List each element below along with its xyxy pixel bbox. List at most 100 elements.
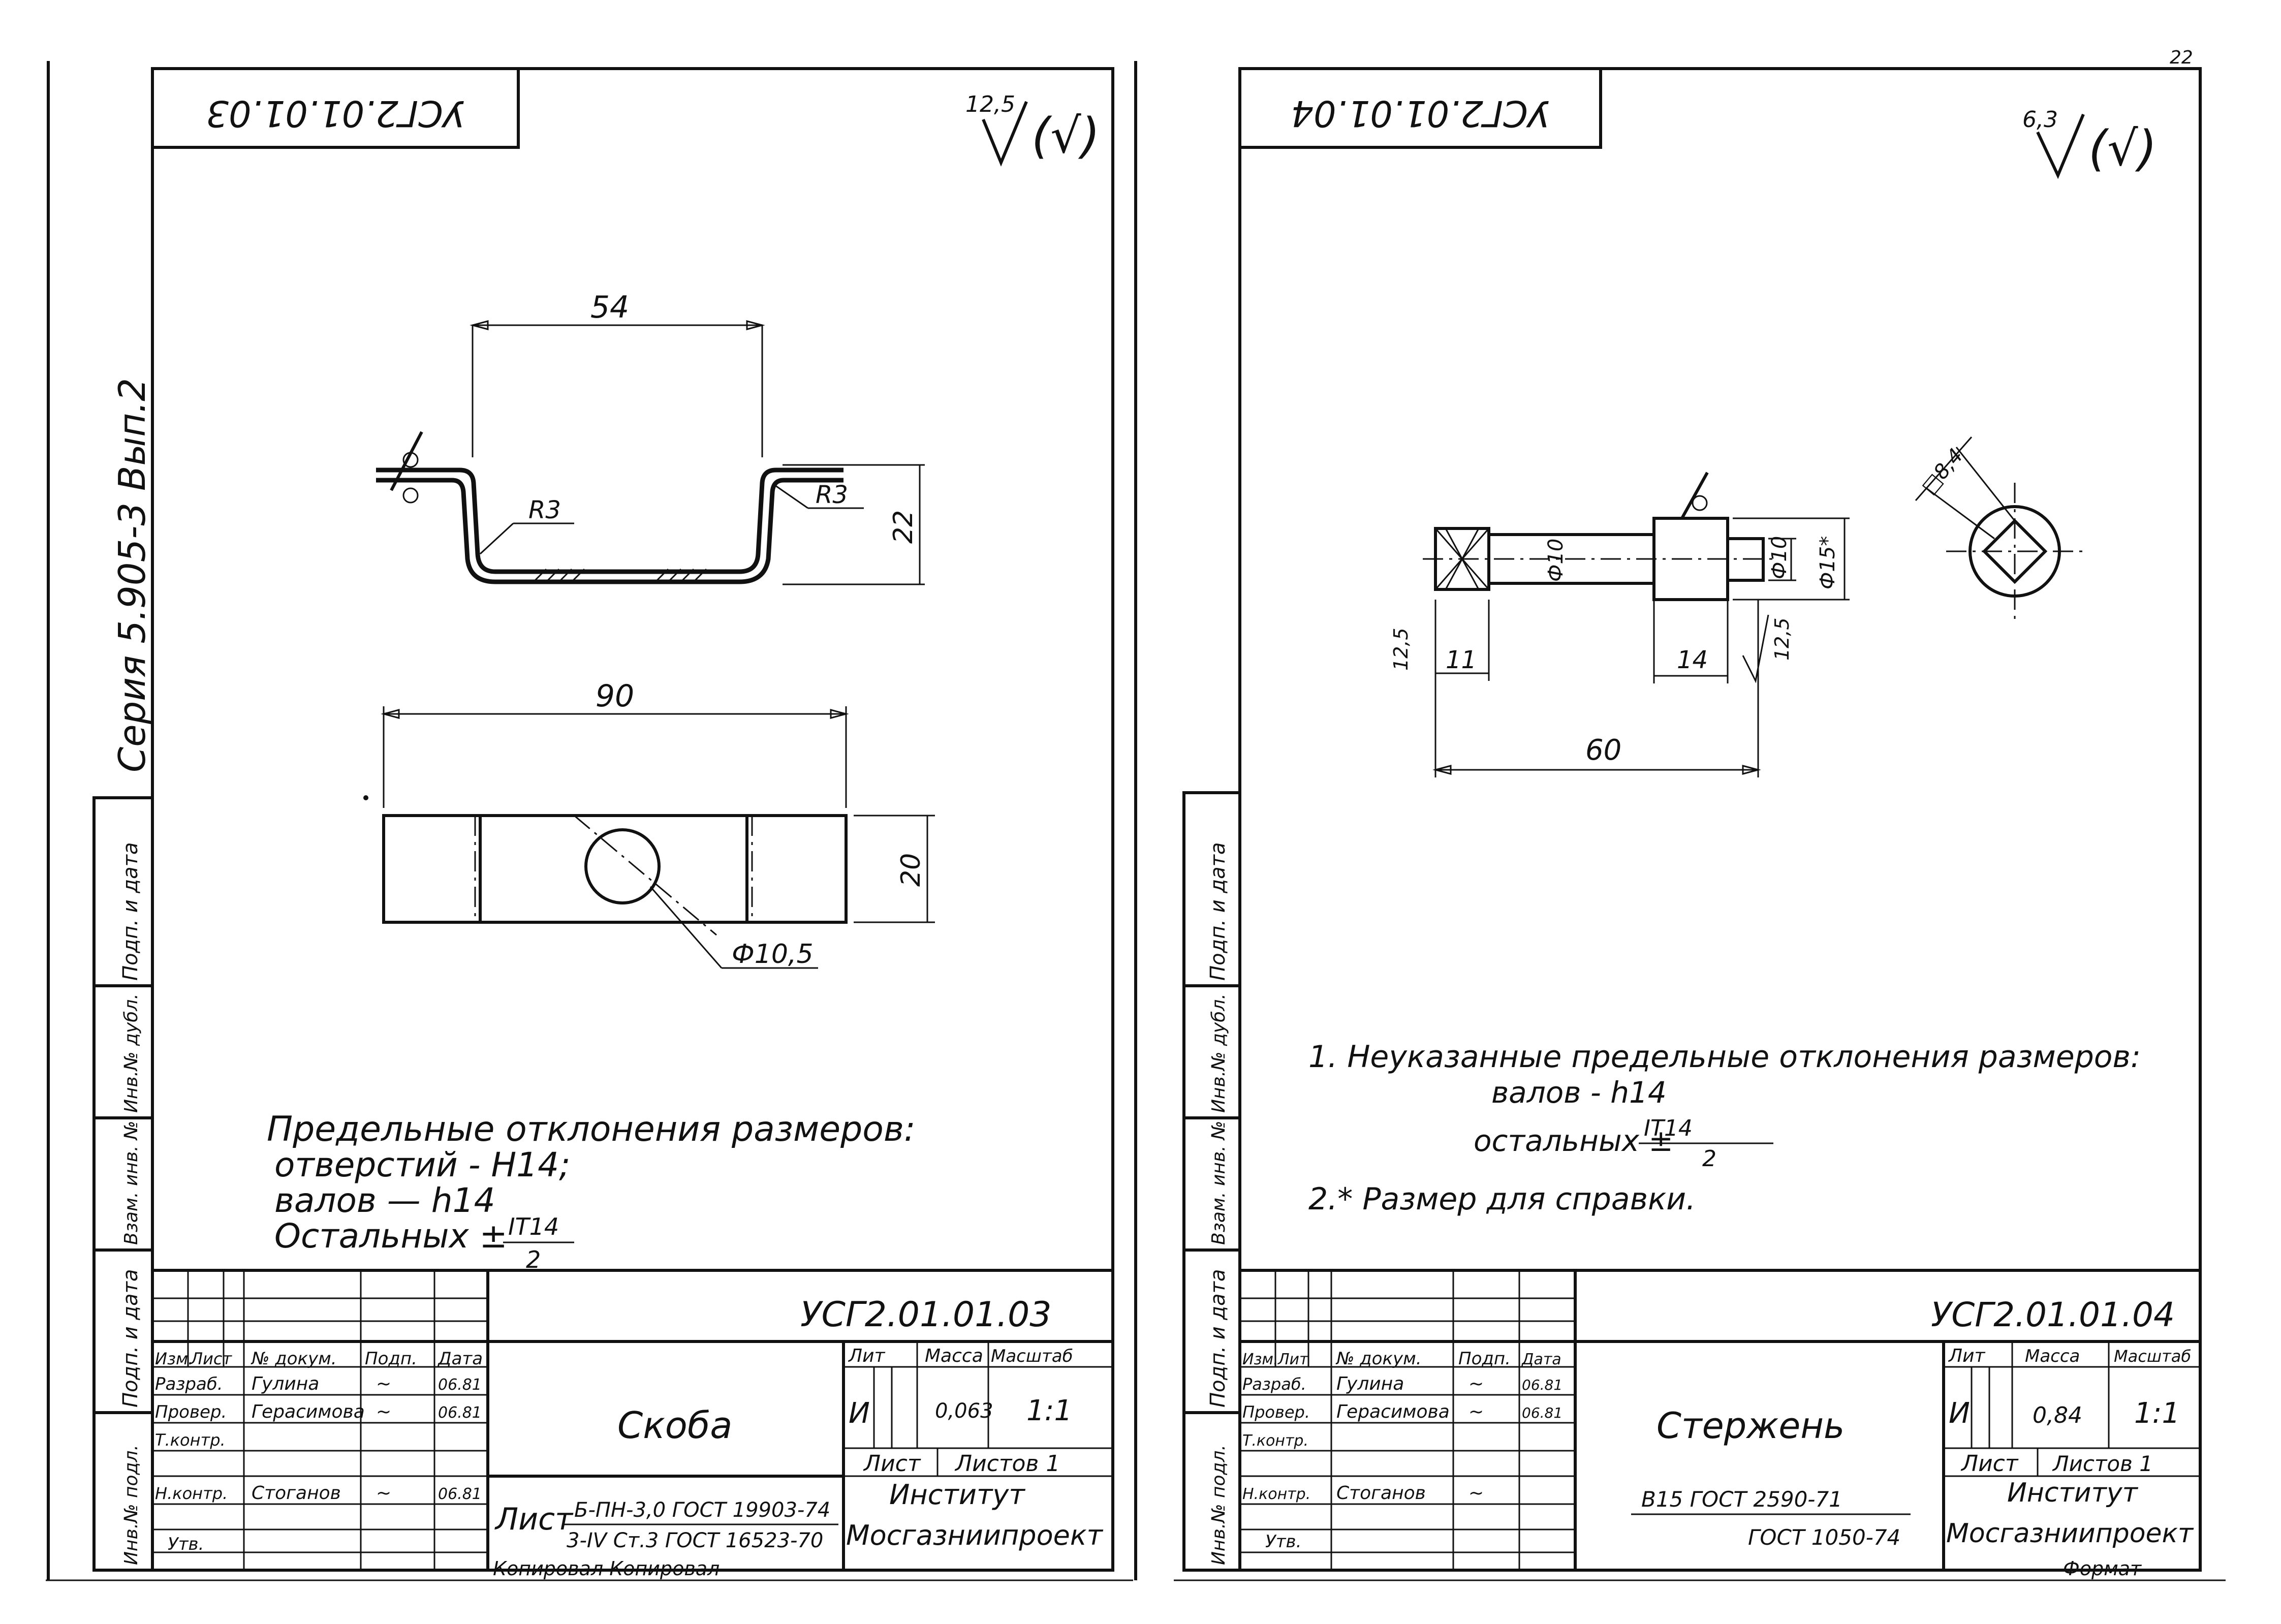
dim-r3-left: R3 [528,496,561,524]
left-tb-role-1: Провер. [155,1402,227,1422]
right-notes: 1. Неуказанные предельные отклонения раз… [1308,1039,2141,1217]
right-tb-role-2: Т.контр. [1242,1432,1308,1450]
left-tb-sign-4: ~ [376,1483,391,1504]
left-footer: Копировал Копировал [493,1557,720,1580]
left-tb-name-1: Герасимова [252,1401,365,1422]
left-side-cells: Подп. и дата Инв.№ дубл. Взам. инв. № По… [92,796,154,1572]
right-tb-hdr-doc: № докум. [1335,1349,1422,1369]
right-tb-sign-1: ~ [1468,1401,1484,1422]
right-tb-org1: Институт [2007,1478,2139,1508]
dim-90: 90 [596,678,634,714]
left-tb-mass-label: Масса [925,1346,983,1366]
right-tb-name-1: Герасимова [1336,1401,1450,1422]
right-tb-material-bottom: ГОСТ 1050-74 [1748,1525,1900,1550]
right-notes-frac-num: IT14 [1644,1115,1693,1141]
right-tb-mass-label: Масса [2025,1346,2080,1366]
left-tb-material-bottom: 3-IV Ст.3 ГОСТ 16523-70 [567,1529,823,1552]
right-tb-scale-label: Масштаб [2114,1347,2191,1366]
dim-60: 60 [1585,734,1621,767]
right-tb-sign-0: ~ [1468,1373,1484,1394]
left-tb-scale-label: Масштаб [991,1346,1073,1366]
left-side-cell-4: Подп. и дата [119,1269,142,1408]
right-roughness-icon [2036,113,2085,179]
left-tb-org2: Мосгазниипроект [846,1519,1103,1551]
dim-11: 11 [1446,646,1477,674]
dim-r3-right: R3 [816,481,848,509]
left-stamp-code: УСГ2.01.01.03 [206,92,464,134]
right-corner-mark: 22 [2170,47,2193,68]
right-tb-role-4: Н.контр. [1242,1485,1310,1503]
right-tb-role-0: Разраб. [1242,1375,1306,1394]
left-tb-material-top: Б-ПН-3,0 ГОСТ 19903-74 [574,1498,830,1522]
left-tb-date-0: 06.81 [438,1376,482,1394]
left-tb-hdr-data: Дата [437,1349,483,1369]
left-tb-role-2: Т.контр. [155,1430,226,1450]
right-tb-hdr-izm: Изм. [1242,1351,1278,1368]
right-notes-line1: 1. Неуказанные предельные отклонения раз… [1308,1039,2141,1075]
left-side-cell-2: Инв.№ дубл. [121,993,142,1113]
left-tb-date-4: 06.81 [438,1485,482,1503]
right-tb-role-1: Провер. [1242,1402,1310,1422]
right-title-block: УСГ2.01.01.04 Изм. Лит № докум. Подп. Да… [1240,1269,2200,1580]
right-tb-lit-label: Лит [1948,1346,1985,1366]
left-tb-name-4: Стоганов [252,1483,341,1504]
left-tb-code: УСГ2.01.01.03 [800,1295,1052,1335]
right-tb-date-1: 06.81 [1522,1404,1563,1421]
dim-d15: Ф15* [1816,536,1839,589]
dim-hole: Ф10,5 [732,939,814,970]
bracket-top-view: 90 20 Ф10,5 [363,678,935,970]
left-tb-sign-1: ~ [376,1401,391,1422]
left-tb-role-0: Разраб. [155,1374,223,1394]
left-notes-line2: валов — h14 [274,1181,495,1220]
left-roughness-value: 12,5 [965,91,1015,117]
left-sheet: УСГ2.01.01.03 12,5 (√) Серия 5.905-3 Вып… [46,61,1133,1581]
left-tb-sheets-label: Листов 1 [954,1451,1060,1477]
left-tb-hdr-izm: Изм. [155,1349,193,1368]
dim-14: 14 [1677,646,1708,674]
right-roughness-paren: (√) [2088,121,2157,177]
right-notes-frac-den: 2 [1702,1146,1716,1172]
left-tb-hdr-doc: № докум. [251,1349,337,1369]
dim-54: 54 [590,290,629,325]
right-tb-scale-val: 1:1 [2134,1397,2180,1430]
left-title-block: УСГ2.01.01.03 Изм. Лист № докум. Подп. Д… [152,1269,1113,1580]
left-tb-hdr-list: Лист [190,1349,232,1368]
left-notes-line1: отверстий - Н14; [274,1145,570,1184]
left-notes-line3: Остальных ± [274,1216,508,1256]
right-tb-role-5: Утв. [1265,1532,1301,1552]
left-notes: Предельные отклонения размеров: отверсти… [267,1109,916,1273]
right-tb-material-top: В15 ГОСТ 2590-71 [1641,1487,1842,1512]
left-tb-lit-label: Лит [848,1346,885,1366]
right-side-cell-3: Взам. инв. № [1208,1121,1229,1245]
dim-20: 20 [896,853,926,887]
right-stamp-code: УСГ2.01.01.04 [1291,92,1549,134]
left-tb-part-name: Скоба [617,1404,732,1447]
left-frame [151,67,1114,1572]
right-notes-line4: 2.* Размер для справки. [1308,1181,1696,1217]
right-frame [1238,67,2202,1572]
right-tb-mass-val: 0,84 [2033,1402,2082,1428]
right-notes-line3: остальных ± [1474,1123,1673,1158]
right-side-cells: Подп. и дата Инв.№ дубл. Взам. инв. № По… [1182,791,1241,1572]
right-tb-name-0: Гулина [1336,1373,1404,1394]
right-tb-sign-4: ~ [1468,1483,1484,1504]
left-tb-name-0: Гулина [252,1373,319,1394]
left-tb-mass-val: 0,063 [935,1399,993,1423]
left-tb-role-4: Н.контр. [155,1484,228,1503]
right-tb-hdr-list: Лит [1277,1351,1309,1368]
left-tb-role-5: Утв. [168,1534,204,1554]
left-notes-title: Предельные отклонения размеров: [267,1109,916,1149]
left-weld-arrow [390,431,423,491]
rod-side-view: Ф10 Ф10 Ф15* 11 12,5 14 12,5 60 [1390,472,1850,777]
left-tb-hdr-podp: Подп. [365,1349,417,1369]
right-side-cell-1: Подп. и дата [1206,842,1230,981]
right-roughness-value: 6,3 [2022,107,2058,133]
right-tb-lit-val: И [1949,1397,1970,1430]
right-weld-arrow [1680,472,1709,519]
left-notes-frac-num: IT14 [508,1213,559,1240]
left-stamp-box [151,67,520,149]
right-footer: Формат [2063,1557,2142,1580]
right-tb-sheets-label: Листов 1 [2052,1451,2153,1476]
dim-d10-b: Ф10 [1768,536,1791,579]
